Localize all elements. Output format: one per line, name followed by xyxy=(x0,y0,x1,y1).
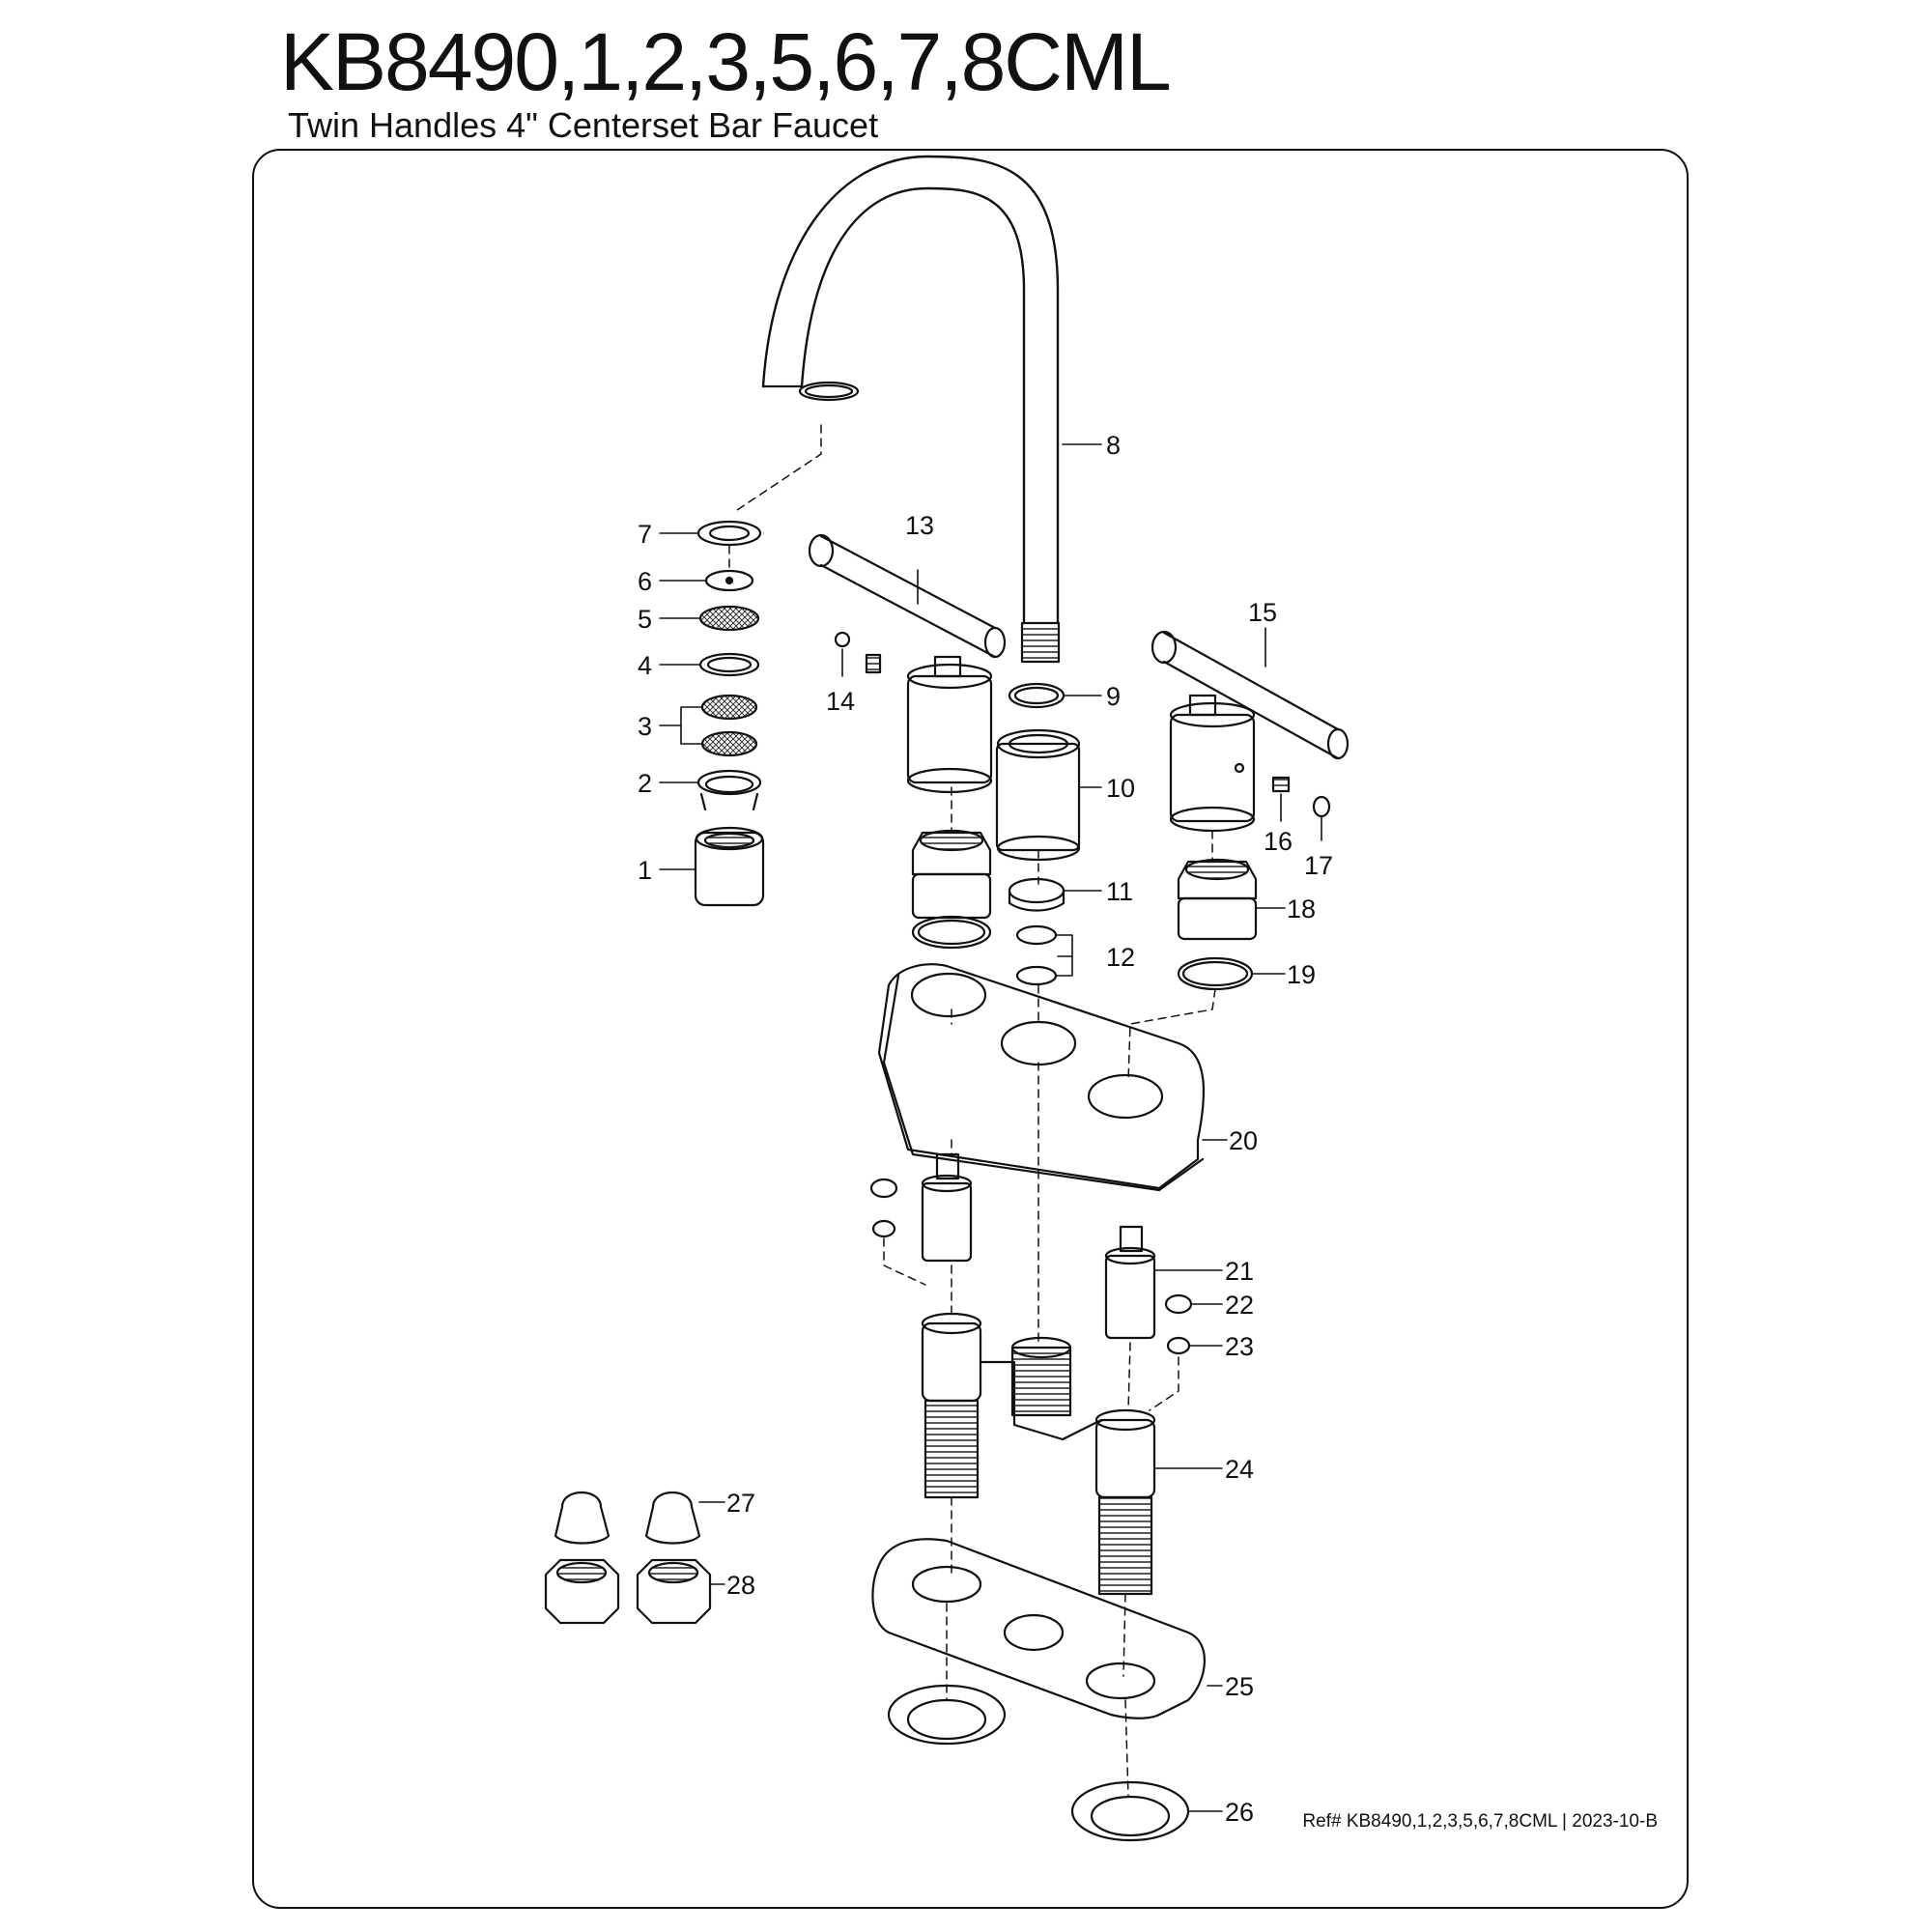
escutcheon-plate xyxy=(877,963,1206,1192)
callout-8: 8 xyxy=(1106,431,1121,460)
callout-11: 11 xyxy=(1106,877,1133,906)
right-cartridge-part xyxy=(1104,1225,1193,1355)
callout-21: 21 xyxy=(1225,1257,1254,1286)
callout-18: 18 xyxy=(1287,895,1316,923)
compression-fittings xyxy=(544,1492,712,1625)
callout-9: 9 xyxy=(1106,682,1121,711)
callout-19: 19 xyxy=(1287,960,1316,989)
diagram-subtitle: Twin Handles 4" Centerset Bar Faucet xyxy=(288,105,879,145)
callout-26: 26 xyxy=(1225,1798,1254,1827)
mounting-plate xyxy=(871,1538,1206,1719)
diagram-title: KB8490,1,2,3,5,6,7,8CML xyxy=(280,16,1172,107)
callout-14: 14 xyxy=(826,687,855,716)
callout-4: 4 xyxy=(638,651,652,680)
callout-24: 24 xyxy=(1225,1455,1254,1484)
right-handle-part xyxy=(1151,630,1350,833)
callout-20: 20 xyxy=(1229,1126,1258,1155)
callout-1: 1 xyxy=(638,856,652,885)
left-bonnet-part xyxy=(911,829,992,950)
callout-12: 12 xyxy=(1106,943,1135,972)
callout-6: 6 xyxy=(638,567,652,596)
left-cartridge-part xyxy=(869,1152,973,1263)
callout-7: 7 xyxy=(638,520,652,549)
right-bonnet-part xyxy=(1177,858,1258,991)
aerator-assembly xyxy=(694,520,765,907)
leader-lines xyxy=(659,443,1322,1812)
dashed-guides xyxy=(728,545,1216,1798)
spout-part xyxy=(761,155,1061,664)
left-handle-part xyxy=(808,533,1007,794)
callout-13: 13 xyxy=(905,511,934,540)
callout-5: 5 xyxy=(638,605,652,634)
valve-body-part xyxy=(921,1312,1156,1596)
reference-code: Ref# KB8490,1,2,3,5,6,7,8CML | 2023-10-B xyxy=(1302,1811,1658,1832)
callout-15: 15 xyxy=(1248,598,1277,627)
diagram-frame xyxy=(252,149,1689,1909)
callout-27: 27 xyxy=(726,1489,755,1518)
callout-23: 23 xyxy=(1225,1332,1254,1361)
callout-25: 25 xyxy=(1225,1672,1254,1701)
set-screw-part xyxy=(834,631,882,674)
dashed-guide xyxy=(733,424,822,513)
callout-3: 3 xyxy=(638,712,652,741)
callout-28: 28 xyxy=(726,1571,755,1600)
callout-10: 10 xyxy=(1106,774,1135,803)
callout-2: 2 xyxy=(638,769,652,798)
callout-16: 16 xyxy=(1264,827,1293,856)
spout-base-parts xyxy=(995,682,1081,986)
callout-22: 22 xyxy=(1225,1291,1254,1320)
mounting-nut-part xyxy=(887,1684,1190,1842)
callout-17: 17 xyxy=(1304,851,1333,880)
